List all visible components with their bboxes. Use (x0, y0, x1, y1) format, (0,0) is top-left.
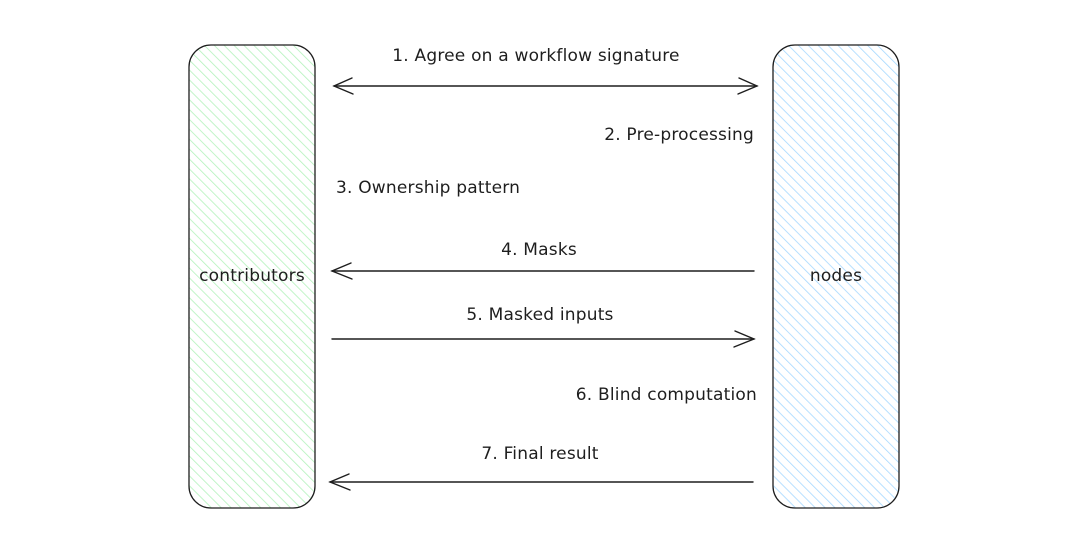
nodes-lane-label: nodes (809, 266, 863, 286)
step-3-label: 3. Ownership pattern (336, 178, 521, 198)
step-7-arrow (328, 473, 754, 491)
step-4-label: 4. Masks (501, 240, 577, 260)
nodes-lane-box (772, 44, 900, 509)
step-5-label: 5. Masked inputs (466, 305, 614, 325)
contributors-lane-label: contributors (199, 266, 305, 286)
step-1-arrow (332, 77, 759, 95)
step-5-arrow (331, 330, 756, 348)
step-2-label: 2. Pre-processing (604, 125, 754, 145)
step-7-label: 7. Final result (481, 444, 599, 464)
step-6-label: 6. Blind computation (575, 385, 757, 405)
step-1-label: 1. Agree on a workflow signature (392, 46, 680, 66)
step-4-arrow (330, 262, 755, 280)
contributors-lane-box (188, 44, 316, 509)
